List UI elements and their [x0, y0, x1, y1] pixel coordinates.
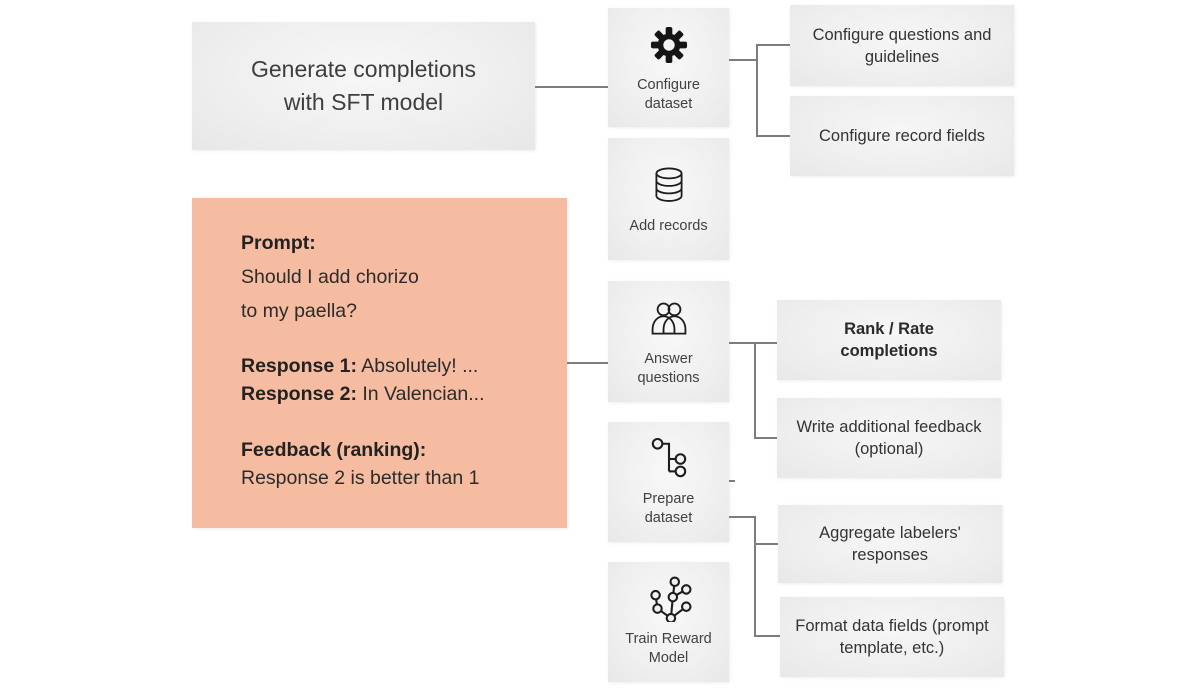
response2-text: In Valencian...	[356, 383, 485, 405]
connector-prepare-bracket	[754, 516, 756, 637]
step-add-records: Add records	[608, 138, 729, 260]
gear-icon	[650, 22, 688, 68]
connector-configure-out	[729, 59, 758, 61]
branch-icon	[649, 436, 689, 482]
feedback-text: Response 2 is better than 1	[241, 467, 480, 489]
detail-rank-rate-completions: Rank / Rate completions	[777, 300, 1001, 380]
detail-aggregate-responses: Aggregate labelers' responses	[778, 505, 1002, 583]
detail-label: Write additional feedback (optional)	[796, 418, 982, 458]
detail-configure-record-fields: Configure record fields	[790, 96, 1014, 176]
connector-answer-out	[729, 342, 777, 344]
database-icon	[651, 163, 687, 209]
step-configure-dataset: Configure dataset	[608, 8, 729, 127]
people-icon	[648, 296, 690, 342]
connector-to-aggregate	[754, 543, 778, 545]
example-responses: Response 1: Absolutely! ... Response 2: I…	[241, 352, 557, 408]
step-label: Add records	[629, 217, 708, 234]
step-train-reward-model: Train Reward Model	[608, 562, 729, 682]
network-icon	[646, 576, 692, 622]
detail-label: Configure questions and guidelines	[812, 25, 992, 66]
connector-to-format-fields	[754, 635, 780, 637]
prompt-text: Should I add chorizo to my paella?	[241, 266, 419, 322]
connector-configure-bracket	[756, 44, 758, 137]
connector-answer-bracket	[754, 342, 756, 439]
step-label: Configure dataset	[637, 76, 700, 112]
detail-format-data-fields: Format data fields (prompt template, etc…	[780, 597, 1004, 677]
generate-completions-box: Generate completions with SFT model	[192, 22, 535, 150]
connector-generate-to-configure	[535, 86, 608, 88]
connector-stub	[729, 480, 735, 482]
response2-label: Response 2:	[241, 383, 357, 405]
detail-label: Format data fields (prompt template, etc…	[795, 617, 989, 657]
example-record-box: Prompt: Should I add chorizo to my paella…	[192, 198, 567, 528]
response1-text: Absolutely! ...	[356, 355, 479, 377]
detail-write-additional-feedback: Write additional feedback (optional)	[777, 398, 1001, 478]
feedback-label: Feedback (ranking):	[241, 439, 427, 461]
response1-label: Response 1:	[241, 355, 357, 377]
step-answer-questions: Answer questions	[608, 281, 729, 402]
prompt-label: Prompt:	[241, 232, 316, 254]
step-label: Answer questions	[637, 350, 700, 386]
example-prompt: Prompt: Should I add chorizo to my paella…	[241, 226, 557, 328]
detail-label: Rank / Rate completions	[840, 320, 938, 360]
step-label: Train Reward Model	[625, 631, 712, 666]
connector-to-configure-questions	[756, 44, 790, 46]
detail-label: Aggregate labelers' responses	[819, 524, 961, 564]
connector-example-to-answer	[567, 362, 608, 364]
step-prepare-dataset: Prepare dataset	[608, 422, 729, 542]
connector-to-write-feedback	[754, 437, 777, 439]
example-feedback: Feedback (ranking): Response 2 is better …	[241, 436, 557, 492]
connector-to-configure-record-fields	[756, 135, 790, 137]
detail-configure-questions: Configure questions and guidelines	[790, 5, 1014, 86]
step-label: Prepare dataset	[642, 491, 695, 526]
detail-label: Configure record fields	[819, 127, 985, 145]
connector-prepare-out	[729, 516, 756, 518]
generate-completions-label: Generate completions with SFT model	[250, 56, 476, 115]
